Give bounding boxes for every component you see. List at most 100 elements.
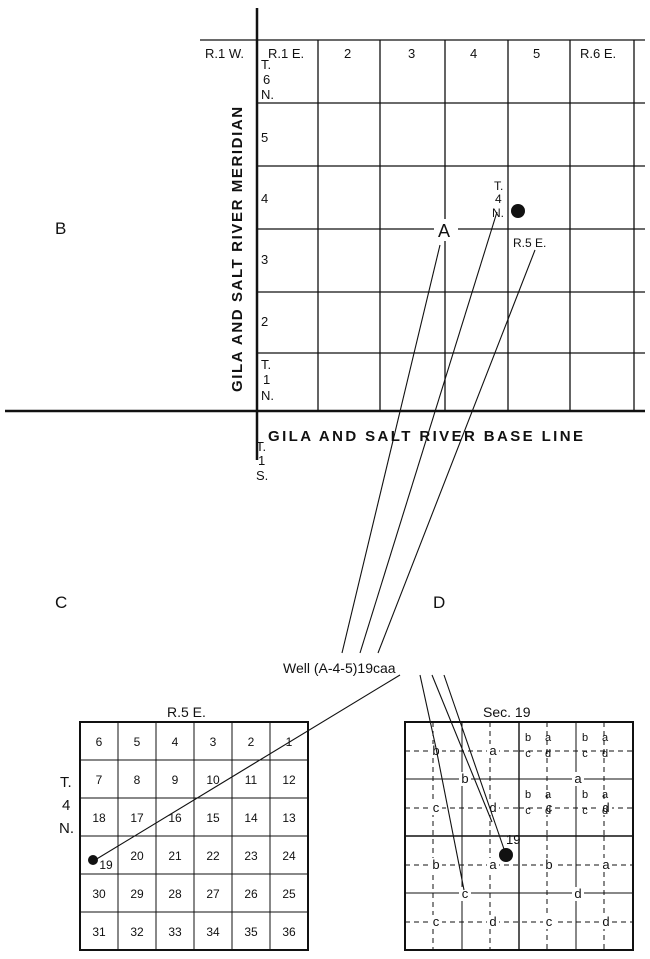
tract-letter-c: c	[462, 886, 469, 901]
section-number: 27	[206, 887, 220, 901]
section-number: 5	[134, 735, 141, 749]
quarter-quarter-lines	[405, 722, 633, 950]
township-labels: T. 6 N. 5 4 3 2 T. 1 N. T. 1 S.	[256, 57, 274, 483]
leader-lines-to-panel-b	[341, 211, 536, 654]
tract-letter-d: d	[489, 800, 496, 815]
tract-letter-backdrop	[459, 887, 471, 901]
panel-label-b: B	[55, 219, 66, 238]
section-number: 21	[168, 849, 182, 863]
township-side-label-c: N.	[59, 820, 74, 837]
subtract-letter-b: b	[582, 789, 588, 801]
subtract-letter-a: a	[545, 732, 552, 744]
township-label-t1n-c: N.	[261, 388, 274, 403]
tract-letter-a: a	[489, 857, 497, 872]
township-label-t6n-a: T.	[261, 57, 271, 72]
tract-letter-backdrop	[430, 744, 442, 758]
section-number: 30	[92, 887, 106, 901]
section-number: 36	[282, 925, 296, 939]
township-grid-title: R.5 E.	[167, 704, 206, 720]
township-location-dot	[511, 204, 525, 218]
tract-letter-backdrop	[487, 744, 499, 758]
tract-letter-backdrop	[430, 801, 442, 815]
tract-letter-backdrop	[600, 858, 612, 872]
township-label-2: 2	[261, 314, 268, 329]
subtract-letter-a: a	[545, 789, 552, 801]
range-label-2: 2	[344, 46, 351, 61]
tract-letter-c: c	[546, 914, 553, 929]
area-label-backdrop	[434, 219, 458, 241]
subtract-letter-c: c	[582, 748, 588, 760]
township-side-label-b: 4	[62, 797, 70, 814]
callout-t4n-a: T.	[494, 179, 503, 193]
section-number: 22	[206, 849, 220, 863]
section-number: 24	[282, 849, 296, 863]
tract-letter-backdrop	[543, 801, 555, 815]
subtract-letter-b: b	[525, 732, 531, 744]
panel-label-c: C	[55, 593, 67, 612]
section-number: 15	[206, 811, 220, 825]
meridian-label: GILA AND SALT RIVER MERIDIAN	[229, 105, 246, 392]
tract-letter-backdrop	[600, 915, 612, 929]
section-number: 29	[130, 887, 144, 901]
tract-letter-d: d	[574, 886, 581, 901]
township-side-label-a: T.	[60, 774, 72, 791]
subtract-letter-c: c	[525, 748, 531, 760]
township-range-grid	[5, 8, 645, 460]
section-number: 11	[245, 773, 258, 787]
callout-r5e-backdrop	[510, 234, 560, 250]
section-number: 8	[134, 773, 141, 787]
subtract-letter-b: b	[582, 732, 588, 744]
section-number: 31	[92, 925, 106, 939]
well-number-label: Well (A-4-5)19caa	[283, 660, 396, 676]
tract-letter-backdrop	[572, 772, 584, 786]
subtract-letter-b: b	[525, 789, 531, 801]
section-number: 10	[206, 773, 220, 787]
range-label-r1e: R.1 E.	[268, 46, 304, 61]
township-label-3: 3	[261, 252, 268, 267]
section-number: 23	[244, 849, 258, 863]
tract-letter-backdrop	[430, 858, 442, 872]
township-label-t1n-a: T.	[261, 357, 271, 372]
subtract-letter-d: d	[602, 748, 608, 760]
township-label-t1s-a: T.	[256, 439, 266, 454]
area-label: A	[438, 221, 450, 241]
tract-letter-d: d	[602, 800, 609, 815]
tract-letter-backdrop	[487, 801, 499, 815]
township-label-5: 5	[261, 130, 268, 145]
subtract-letter-a: a	[602, 732, 609, 744]
tract-letter-backdrop	[543, 858, 555, 872]
subtract-letter-c: c	[525, 805, 531, 817]
section-number: 6	[96, 735, 103, 749]
section-number: 33	[168, 925, 182, 939]
callout-t4n-backdrop	[490, 176, 506, 222]
well-location-dot	[499, 848, 513, 862]
subtract-letter-d: d	[545, 748, 551, 760]
tract-letter-backdrop	[430, 915, 442, 929]
township-label-t1s-c: S.	[256, 468, 268, 483]
tract-letter-backdrop	[600, 801, 612, 815]
tract-letter-b: b	[545, 857, 552, 872]
section-number: 14	[244, 811, 258, 825]
tract-letter-a: a	[489, 743, 497, 758]
township-label-t1n-b: 1	[263, 372, 270, 387]
section-number: 16	[168, 811, 182, 825]
section-grid-title: Sec. 19	[483, 704, 531, 720]
section-number: 7	[96, 773, 103, 787]
township-label-t1s-b: 1	[258, 453, 265, 468]
tract-letter-backdrop	[543, 915, 555, 929]
tract-letter-a: a	[602, 857, 610, 872]
township-lines	[200, 39, 645, 354]
tract-letter-c: c	[546, 800, 553, 815]
section-lines	[80, 722, 308, 950]
leader-lines-to-panels-c-d	[94, 674, 506, 891]
tract-letter-backdrop	[487, 915, 499, 929]
range-label-4: 4	[470, 46, 477, 61]
subtract-letter-d: d	[545, 805, 551, 817]
tract-letter-a: a	[574, 771, 582, 786]
section-number: 4	[172, 735, 179, 749]
tract-dashed-lines	[405, 722, 633, 950]
range-label-3: 3	[408, 46, 415, 61]
base-line-label: GILA AND SALT RIVER BASE LINE	[268, 428, 585, 445]
